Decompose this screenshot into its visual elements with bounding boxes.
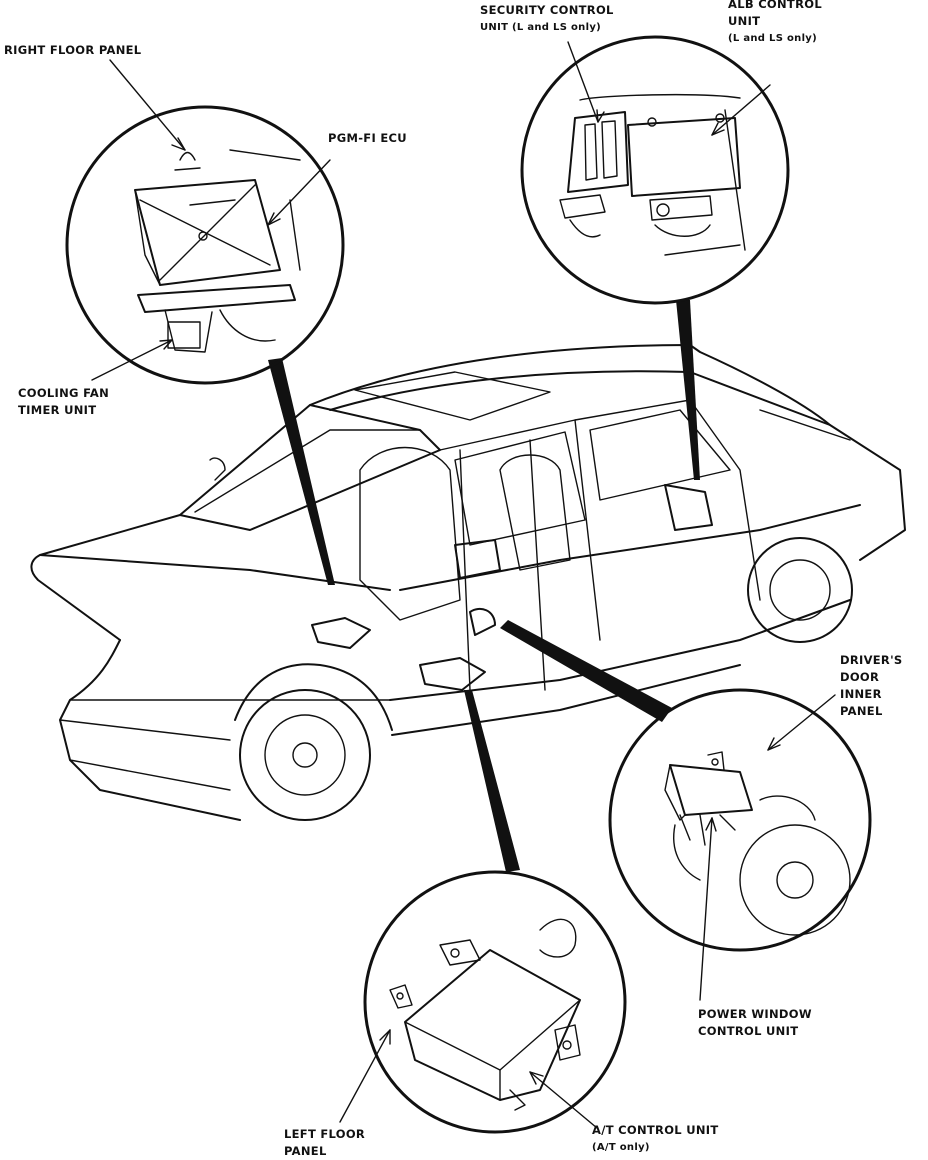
left-floor-panel-location xyxy=(419,657,486,691)
label-line: PANEL xyxy=(284,1144,327,1158)
label-line: PANEL xyxy=(840,704,883,718)
label-line: A/T CONTROL UNIT xyxy=(592,1123,719,1137)
label-line: DOOR xyxy=(840,670,880,684)
label-line: (A/T only) xyxy=(592,1142,650,1153)
callout-circle-ecu xyxy=(65,105,345,385)
security-control-unit xyxy=(567,111,629,193)
car-body-illustration xyxy=(30,344,906,821)
at-control-unit xyxy=(404,949,581,1101)
callout-circle-power-window xyxy=(608,688,872,952)
label-line: ALB CONTROL xyxy=(728,0,822,11)
label-power-window-control-unit: POWER WINDOW CONTROL UNIT xyxy=(698,1006,812,1040)
right-floor-panel-location xyxy=(311,617,371,649)
label-right-floor-panel: RIGHT FLOOR PANEL xyxy=(4,42,141,59)
label-line: SECURITY CONTROL xyxy=(480,3,614,17)
label-line: UNIT (L and LS only) xyxy=(480,22,602,33)
pgm-fi-ecu-module xyxy=(134,179,281,286)
door-panel-location xyxy=(469,607,496,636)
label-line: PGM-FI ECU xyxy=(328,131,407,145)
label-security-control-unit: SECURITY CONTROL UNIT (L and LS only) xyxy=(480,2,614,36)
label-line: (L and LS only) xyxy=(728,33,817,44)
label-line: RIGHT FLOOR PANEL xyxy=(4,43,142,57)
callout-leaders xyxy=(268,300,700,872)
label-line: DRIVER'S xyxy=(840,653,903,667)
alb-unit-location xyxy=(664,484,713,531)
cooling-fan-timer-unit xyxy=(167,321,201,349)
label-line: TIMER UNIT xyxy=(18,403,97,417)
label-line: UNIT xyxy=(728,14,761,28)
label-line: LEFT FLOOR xyxy=(284,1127,366,1141)
label-at-control-unit: A/T CONTROL UNIT (A/T only) xyxy=(592,1122,718,1156)
sunroof xyxy=(354,371,551,421)
label-line: CONTROL UNIT xyxy=(698,1024,799,1038)
label-left-floor-panel: LEFT FLOOR PANEL xyxy=(284,1126,365,1160)
label-line: COOLING FAN xyxy=(18,386,110,400)
power-window-control-unit xyxy=(669,764,753,816)
label-drivers-door-inner-panel: DRIVER'S DOOR INNER PANEL xyxy=(840,652,903,720)
callout-circle-security-alb xyxy=(520,35,790,305)
callout-circle-at-control xyxy=(363,870,627,1134)
front-wheel xyxy=(239,689,371,821)
label-line: POWER WINDOW xyxy=(698,1007,812,1021)
alb-control-unit xyxy=(627,117,741,197)
label-line: INNER xyxy=(840,687,882,701)
label-pgm-fi-ecu: PGM-FI ECU xyxy=(328,130,407,147)
front-seat xyxy=(359,446,461,621)
label-pointers xyxy=(91,41,836,1129)
rear-wheel xyxy=(747,537,853,643)
side-mirror xyxy=(454,539,501,579)
label-cooling-fan-timer-unit: COOLING FAN TIMER UNIT xyxy=(18,385,109,419)
door-speaker-opening xyxy=(739,824,851,936)
label-alb-control-unit: ALB CONTROL UNIT (L and LS only) xyxy=(728,0,822,47)
